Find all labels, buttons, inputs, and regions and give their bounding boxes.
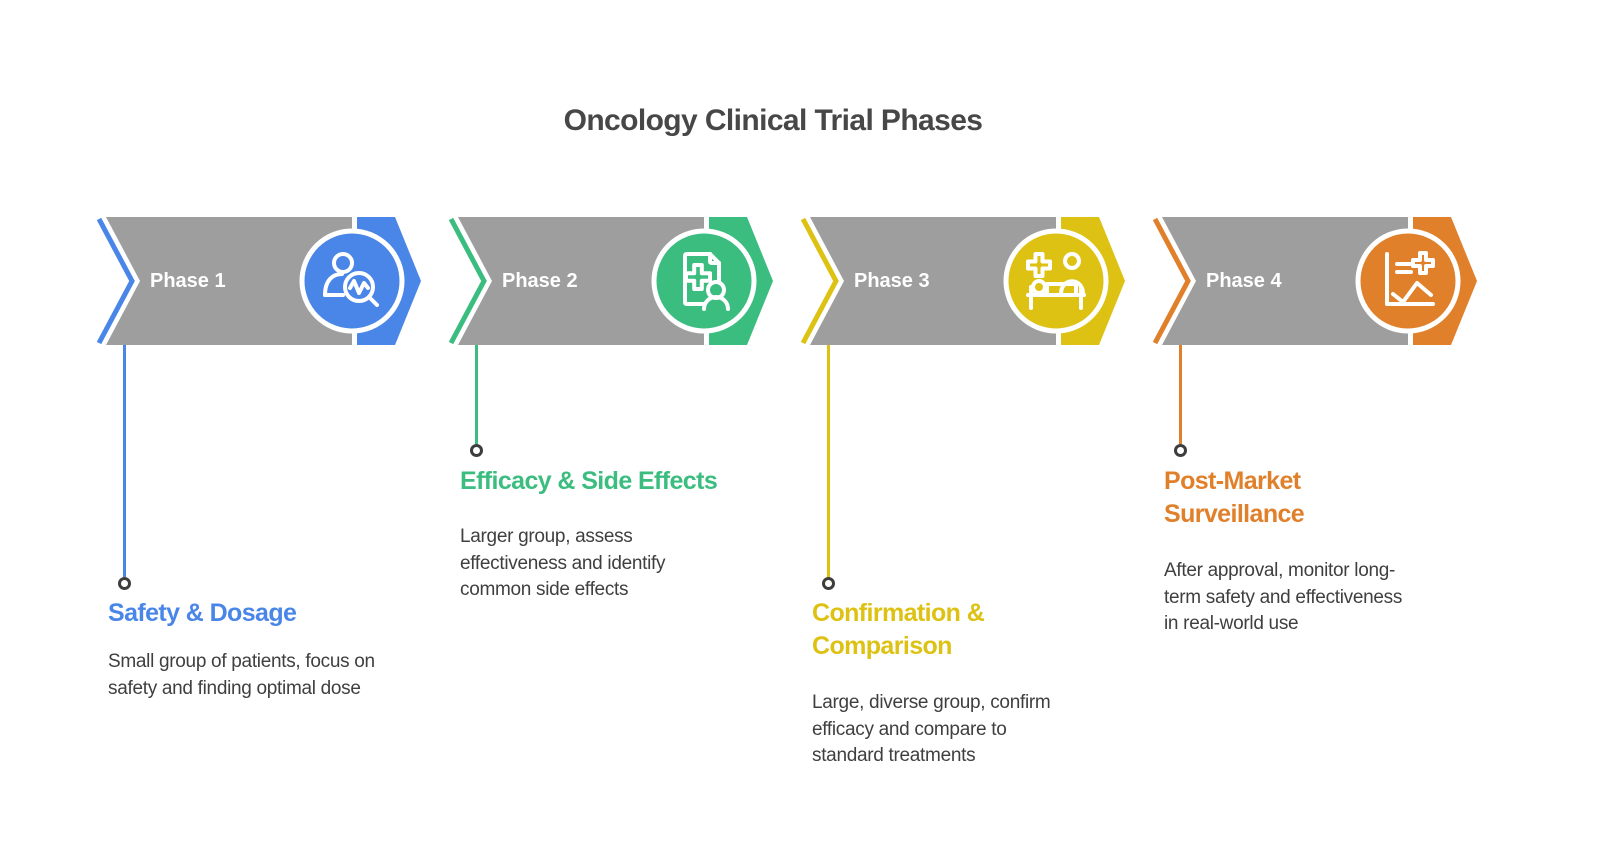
page-title: Oncology Clinical Trial Phases	[563, 104, 983, 137]
phase-2-description: Larger group, assess effectiveness and i…	[460, 526, 666, 600]
banner-body	[458, 217, 704, 345]
phase-1-heading: Safety & Dosage	[108, 599, 297, 627]
phase-3-description: Large, diverse group, confirm efficacy a…	[812, 692, 1051, 766]
phase-2-banner-graphic	[448, 217, 773, 345]
phase-1-banner-graphic	[96, 217, 421, 345]
phase-2-connector-dot	[469, 443, 483, 457]
phase-3-banner-graphic	[800, 217, 1125, 345]
phase-2-banner-label: Phase 2	[502, 270, 578, 292]
medical-report-person-icon	[683, 252, 730, 311]
phase-4-connector-dot	[1173, 443, 1187, 457]
banner-body	[1162, 217, 1408, 345]
phase-1-connector-line	[122, 345, 126, 577]
banner-body	[810, 217, 1056, 345]
phase-1-description: Small group of patients, focus on safety…	[108, 651, 375, 699]
phase-4-connector-line	[1178, 345, 1182, 444]
patient-search-icon	[323, 252, 379, 307]
chevron-tail-outline	[1152, 217, 1191, 345]
phase-4-description: After approval, monitor long- term safet…	[1164, 560, 1403, 634]
phase-1-banner-label: Phase 1	[150, 270, 226, 292]
phase-4-banner-label: Phase 4	[1206, 270, 1282, 292]
phase-4-heading: Post-Market Surveillance	[1164, 467, 1305, 528]
phase-3-heading: Confirmation & Comparison	[812, 599, 985, 660]
hospital-bed-patient-icon	[1026, 252, 1086, 310]
phase-1-connector-dot	[117, 576, 131, 590]
phase-4-banner-graphic	[1152, 217, 1477, 345]
chevron-tail-outline	[800, 217, 839, 345]
chevron-tail-outline	[96, 217, 135, 345]
chart-medical-cross-icon	[1385, 251, 1435, 306]
phase-3-connector-dot	[821, 576, 835, 590]
phase-3-banner-label: Phase 3	[854, 270, 930, 292]
phase-3-connector-line	[826, 345, 830, 577]
icon-badge-circle	[1003, 228, 1109, 334]
icon-badge-circle	[1355, 228, 1461, 334]
phase-2-connector-line	[474, 345, 478, 444]
banner-body	[106, 217, 352, 345]
chevron-tail-outline	[448, 217, 487, 345]
phase-2-heading: Efficacy & Side Effects	[460, 467, 718, 495]
